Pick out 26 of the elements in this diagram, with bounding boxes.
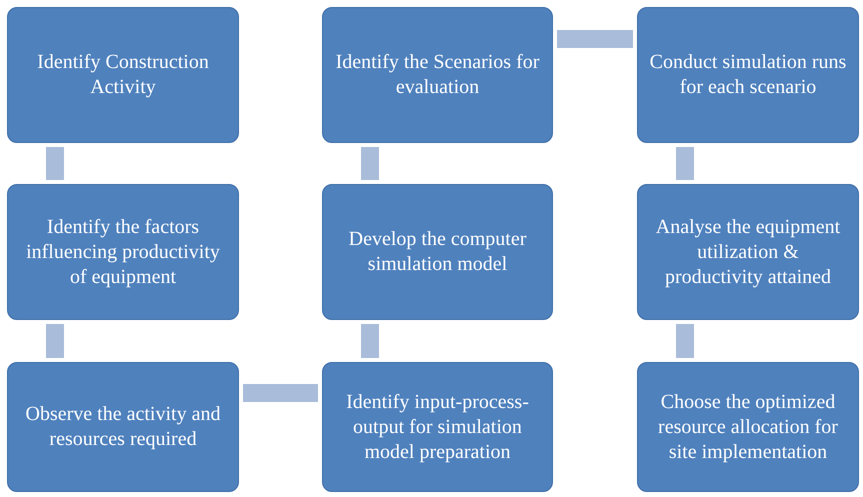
connector-bar <box>361 324 379 358</box>
process-box <box>7 184 239 320</box>
connector-bar <box>361 147 379 180</box>
step-text: Identify the Scenarios for evaluation <box>334 50 540 100</box>
connector-bar <box>676 324 694 358</box>
process-box <box>322 184 553 320</box>
step-text: Identify the factors influencing productivity of equipment <box>25 214 221 290</box>
step-text: Choose the optimized resource allocation for site implementation <box>657 390 839 464</box>
step-text: Identify Construction Activity <box>36 50 210 100</box>
process-box <box>637 362 859 492</box>
process-box <box>322 7 553 143</box>
connector-bar <box>676 147 694 180</box>
step-text: Develop the computer simulation model <box>348 227 528 277</box>
step-text: Identify input-process-output for simulation model preparation <box>345 390 530 464</box>
process-box <box>322 362 553 492</box>
process-box <box>7 362 239 492</box>
process-box <box>7 7 239 143</box>
step-text: Conduct simulation runs for each scenario <box>648 50 848 100</box>
connector-bar <box>243 384 318 402</box>
process-box <box>637 184 859 320</box>
connector-bar <box>46 147 64 180</box>
connector-bar <box>557 30 633 48</box>
step-text: Observe the activity and resources required <box>24 402 222 452</box>
connector-bar <box>46 324 64 358</box>
step-text: Analyse the equipment utilization & productivity attained <box>654 214 842 290</box>
process-box <box>637 7 859 143</box>
